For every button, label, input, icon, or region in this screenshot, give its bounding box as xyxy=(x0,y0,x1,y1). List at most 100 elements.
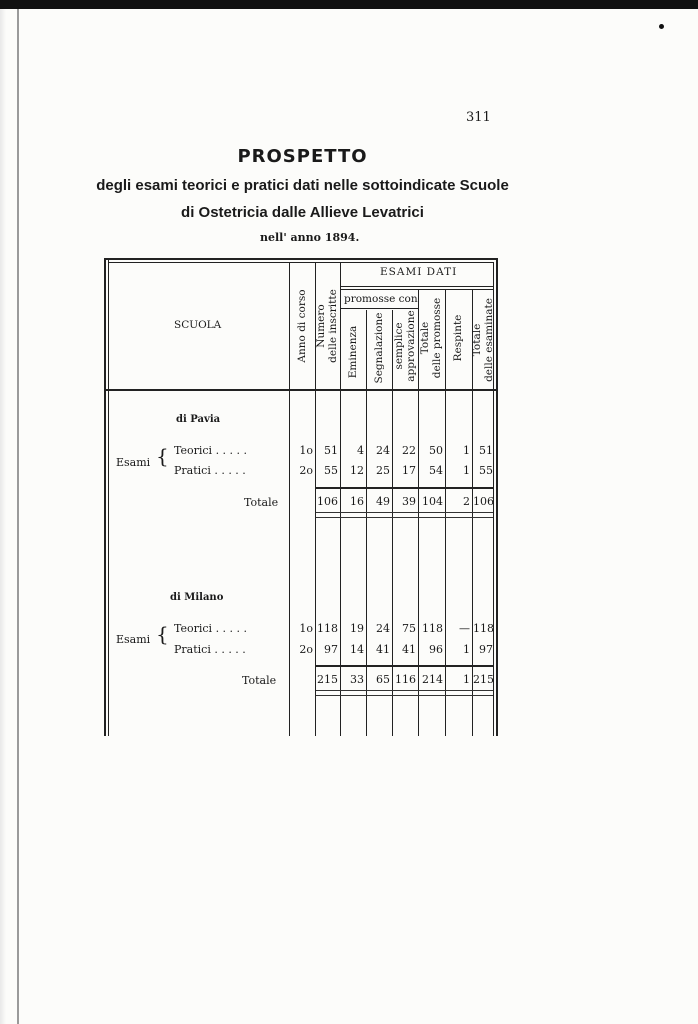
total-semplice: 39 xyxy=(402,495,416,508)
cell-anno: 2o xyxy=(299,464,313,477)
rule-under-esami-dati xyxy=(340,286,493,287)
cell-eminenza: 14 xyxy=(350,643,364,656)
header-esami-dati: ESAMI DATI xyxy=(380,266,458,278)
col-rule-eminenza xyxy=(340,262,341,736)
row-label-pratici-milano: Pratici . . . . . xyxy=(174,643,246,656)
cell-numero: 55 xyxy=(324,464,338,477)
cell-anno: 1o xyxy=(299,444,313,457)
total-rule-pavia xyxy=(316,487,493,489)
scan-left-edge xyxy=(0,9,6,1024)
total-segnalazione: 65 xyxy=(376,673,390,686)
brace-milano: { xyxy=(156,622,169,646)
rule-under-esami-dati-2 xyxy=(340,289,493,290)
total-respinte: 2 xyxy=(463,495,470,508)
header-scuola: SCUOLA xyxy=(174,319,222,331)
table-top-border-inner xyxy=(108,262,494,263)
cell-totale-promosse: 118 xyxy=(422,622,443,635)
total-eminenza: 16 xyxy=(350,495,364,508)
col-rule-totale-esaminate xyxy=(472,290,473,736)
cell-eminenza: 4 xyxy=(357,444,364,457)
cell-totale-promosse: 96 xyxy=(429,643,443,656)
cell-segnalazione: 24 xyxy=(376,622,390,635)
cell-totale-esaminate: 51 xyxy=(479,444,493,457)
cell-segnalazione: 25 xyxy=(376,464,390,477)
cell-semplice: 41 xyxy=(402,643,416,656)
cell-segnalazione: 41 xyxy=(376,643,390,656)
total-totale-promosse: 104 xyxy=(422,495,443,508)
scan-top-border xyxy=(0,0,698,9)
total-label-milano: Totale xyxy=(242,674,277,687)
total-totale-esaminate: 106 xyxy=(473,495,494,508)
header-respinte: Respinte xyxy=(452,314,464,362)
cell-semplice: 22 xyxy=(402,444,416,457)
header-segnalazione: Segnalazione xyxy=(373,312,385,384)
col-rule-segnalazione xyxy=(366,310,367,736)
cell-totale-promosse: 50 xyxy=(429,444,443,457)
cell-respinte: 1 xyxy=(463,643,470,656)
total-semplice: 116 xyxy=(395,673,416,686)
header-promosse-con: promosse con xyxy=(344,293,418,305)
total-double-rule-milano xyxy=(316,690,493,696)
total-totale-esaminate: 215 xyxy=(473,673,494,686)
cell-respinte: 1 xyxy=(463,464,470,477)
subtitle-line-1: degli esami teorici e pratici dati nelle… xyxy=(96,177,509,194)
total-totale-promosse: 214 xyxy=(422,673,443,686)
group-label-milano: Esami xyxy=(116,633,151,646)
cell-totale-esaminate: 55 xyxy=(479,464,493,477)
header-eminenza: Eminenza xyxy=(347,325,359,379)
binding-line xyxy=(17,9,19,1024)
cell-eminenza: 19 xyxy=(350,622,364,635)
total-label-pavia: Totale xyxy=(244,496,279,509)
header-bottom-rule xyxy=(104,389,498,391)
cell-semplice: 17 xyxy=(402,464,416,477)
cell-anno: 1o xyxy=(299,622,313,635)
table-top-border xyxy=(104,258,498,260)
table-right-border-inner xyxy=(493,262,494,736)
total-eminenza: 33 xyxy=(350,673,364,686)
row-label-teorici-milano: Teorici . . . . . xyxy=(174,622,248,635)
cell-numero: 118 xyxy=(317,622,338,635)
school-pavia: di Pavia xyxy=(176,414,221,425)
total-segnalazione: 49 xyxy=(376,495,390,508)
cell-totale-promosse: 54 xyxy=(429,464,443,477)
group-label-pavia: Esami xyxy=(116,456,151,469)
cell-semplice: 75 xyxy=(402,622,416,635)
table-left-border xyxy=(104,258,106,736)
brace-pavia: { xyxy=(156,444,169,468)
row-label-teorici-pavia: Teorici . . . . . xyxy=(174,444,248,457)
total-numero: 215 xyxy=(317,673,338,686)
school-milano: di Milano xyxy=(170,592,224,603)
col-rule-respinte xyxy=(445,290,446,736)
cell-respinte: — xyxy=(459,622,470,635)
cell-totale-esaminate: 97 xyxy=(479,643,493,656)
total-respinte: 1 xyxy=(463,673,470,686)
cell-respinte: 1 xyxy=(463,444,470,457)
total-numero: 106 xyxy=(317,495,338,508)
cell-eminenza: 12 xyxy=(350,464,364,477)
col-rule-anno xyxy=(289,262,290,736)
ink-dot xyxy=(659,24,664,29)
col-rule-totale-promosse xyxy=(418,290,419,736)
row-label-pratici-pavia: Pratici . . . . . xyxy=(174,464,246,477)
rule-under-promosse-con xyxy=(340,308,418,309)
cell-numero: 51 xyxy=(324,444,338,457)
page-title: PROSPETTO xyxy=(237,146,368,167)
total-rule-milano xyxy=(316,665,493,667)
col-rule-numero xyxy=(315,262,316,736)
cell-totale-esaminate: 118 xyxy=(473,622,494,635)
total-double-rule-pavia xyxy=(316,512,493,518)
col-rule-semplice xyxy=(392,310,393,736)
subtitle-line-2: di Ostetricia dalle Allieve Levatrici xyxy=(181,204,424,221)
cell-anno: 2o xyxy=(299,643,313,656)
table-right-border xyxy=(496,258,498,736)
table-left-border-inner xyxy=(108,258,109,736)
header-anno: Anno di corso xyxy=(296,289,308,363)
page-number: 311 xyxy=(466,110,491,125)
cell-segnalazione: 24 xyxy=(376,444,390,457)
year-line: nell' anno 1894. xyxy=(260,231,360,244)
